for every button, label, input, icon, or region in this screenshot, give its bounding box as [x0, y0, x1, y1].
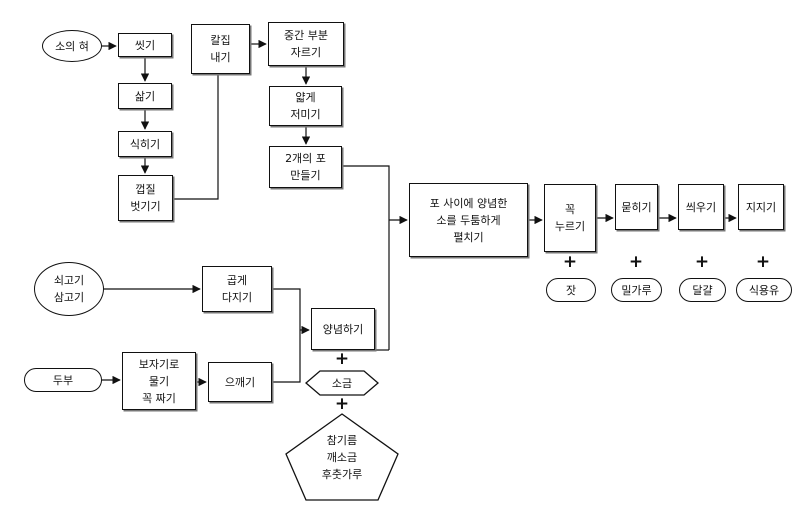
node-beef-tongue: 소의 혀 [42, 30, 102, 62]
ingredient-salt: 소금 [331, 376, 353, 390]
node-press: 꼭 누르기 [544, 184, 596, 252]
node-wash: 씻기 [118, 33, 172, 57]
node-tofu: 두부 [24, 368, 102, 392]
seasonings-shape [285, 413, 399, 501]
node-dip: 씌우기 [678, 184, 724, 230]
node-beef-pork: 쇠고기 삼고기 [34, 262, 104, 316]
node-spread-filling: 포 사이에 양념한 소를 두툼하게 펼치기 [409, 183, 528, 257]
plus-sign-egg: + [694, 252, 710, 272]
ingredient-cooking-oil: 식용유 [736, 278, 792, 302]
salt-shape [305, 370, 379, 396]
node-mince: 곱게 다지기 [202, 266, 272, 312]
ingredient-seasonings: 참기름 깨소금 후춧가루 [321, 433, 363, 481]
node-crush: 으깨기 [208, 362, 272, 402]
plus-sign-seasonings: + [334, 394, 350, 414]
node-fry: 지지기 [738, 184, 784, 230]
plus-sign-oil: + [755, 252, 771, 272]
line-peel-to-slit [173, 74, 219, 200]
plus-sign-salt: + [334, 349, 350, 369]
node-boil: 삶기 [118, 83, 172, 109]
node-slit: 칼집 내기 [191, 24, 250, 74]
node-make-two-sheets: 2개의 포 만들기 [269, 146, 342, 188]
node-squeeze-cloth: 보자기로 물기 꼭 짜기 [122, 352, 196, 410]
node-peel: 껍질 벗기기 [118, 175, 173, 221]
ingredient-pine-nut: 잣 [546, 278, 596, 302]
node-season: 양념하기 [311, 308, 375, 350]
node-cut-middle: 중간 부분 자르기 [268, 22, 344, 66]
node-slice-thin: 얇게 저미기 [269, 86, 342, 126]
ingredient-flour: 밀가루 [611, 278, 662, 302]
line-merge-filling [272, 288, 301, 383]
node-coat: 묻히기 [615, 184, 658, 230]
plus-sign-flour: + [628, 252, 644, 272]
node-cool: 식히기 [118, 131, 172, 157]
ingredient-egg: 달걀 [679, 278, 726, 302]
plus-sign-pine-nut: + [562, 252, 578, 272]
line-make-to-spread [342, 165, 390, 350]
